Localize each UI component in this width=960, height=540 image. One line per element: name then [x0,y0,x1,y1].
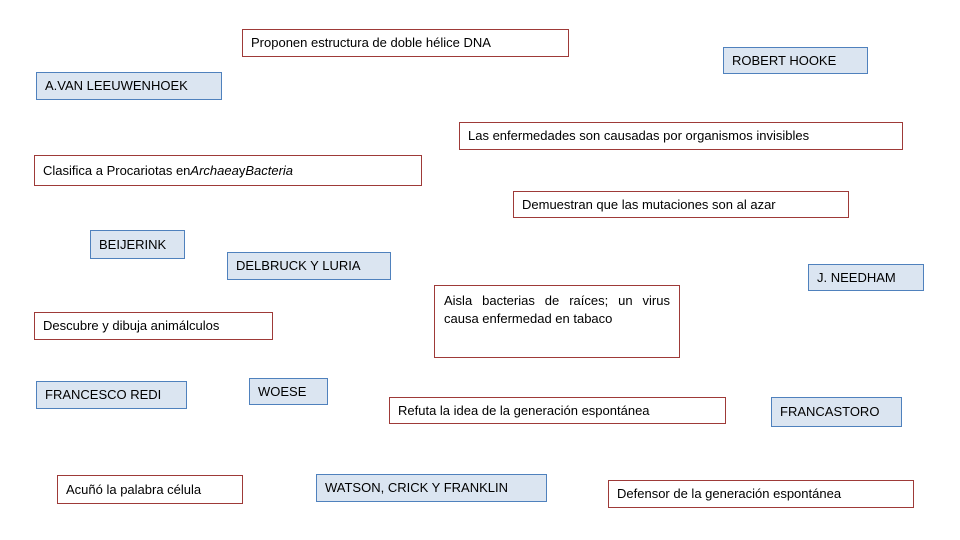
contribution-box-defensor-generacion-espontanea[interactable]: Defensor de la generación espontánea [608,480,914,508]
contribution-box-mutaciones-al-azar[interactable]: Demuestran que las mutaciones son al aza… [513,191,849,218]
box-label: Refuta la idea de la generación espontán… [398,402,650,418]
box-label: BEIJERINK [99,236,167,252]
contribution-box-refuta-generacion-espontanea[interactable]: Refuta la idea de la generación espontán… [389,397,726,424]
box-label: Clasifica a Procariotas en [43,162,191,178]
box-label: Descubre y dibuja animálculos [43,318,220,334]
box-label: DELBRUCK Y LURIA [236,258,361,274]
taxon-archaea: Archaea [190,162,239,178]
box-label: Proponen estructura de doble hélice DNA [251,35,491,51]
box-label: J. NEEDHAM [817,269,896,285]
box-label: Demuestran que las mutaciones son al aza… [522,196,776,212]
contribution-box-doble-helice-dna[interactable]: Proponen estructura de doble hélice DNA [242,29,569,57]
contribution-box-descubre-animalculos[interactable]: Descubre y dibuja animálculos [34,312,273,340]
scientist-box-woese[interactable]: WOESE [249,378,328,405]
scientist-box-watson-crick-franklin[interactable]: WATSON, CRICK Y FRANKLIN [316,474,547,502]
scientist-box-j-needham[interactable]: J. NEEDHAM [808,264,924,291]
box-label: Defensor de la generación espontánea [617,486,842,502]
scientist-box-a-van-leeuwenhoek[interactable]: A.VAN LEEUWENHOEK [36,72,222,100]
conjunction: y [238,162,246,178]
contribution-box-acuno-palabra-celula[interactable]: Acuñó la palabra célula [57,475,243,504]
contribution-box-clasifica-procariotas[interactable]: Clasifica a Procariotas en Archaea y Bac… [34,155,422,186]
box-label: WATSON, CRICK Y FRANKLIN [325,480,508,496]
scientist-box-delbruck-y-luria[interactable]: DELBRUCK Y LURIA [227,252,391,280]
contribution-box-aisla-bacterias-raices[interactable]: Aisla bacterias de raíces; un virus caus… [434,285,680,358]
box-label: ROBERT HOOKE [732,52,837,68]
scientist-box-beijerink[interactable]: BEIJERINK [90,230,185,259]
scientist-box-robert-hooke[interactable]: ROBERT HOOKE [723,47,868,74]
taxon-bacteria: Bacteria [245,162,294,178]
box-label: Aisla bacterias de raíces; un virus caus… [444,293,670,326]
scientist-box-francastoro[interactable]: FRANCASTORO [771,397,902,427]
box-label: A.VAN LEEUWENHOEK [45,78,188,94]
contribution-box-enfermedades-organismos-invisibles[interactable]: Las enfermedades son causadas por organi… [459,122,903,150]
box-label: FRANCASTORO [780,404,880,420]
box-label: Acuñó la palabra célula [66,481,202,497]
box-label: Las enfermedades son causadas por organi… [468,128,810,144]
scientist-box-francesco-redi[interactable]: FRANCESCO REDI [36,381,187,409]
box-label: FRANCESCO REDI [45,387,162,403]
box-label: WOESE [258,383,307,399]
